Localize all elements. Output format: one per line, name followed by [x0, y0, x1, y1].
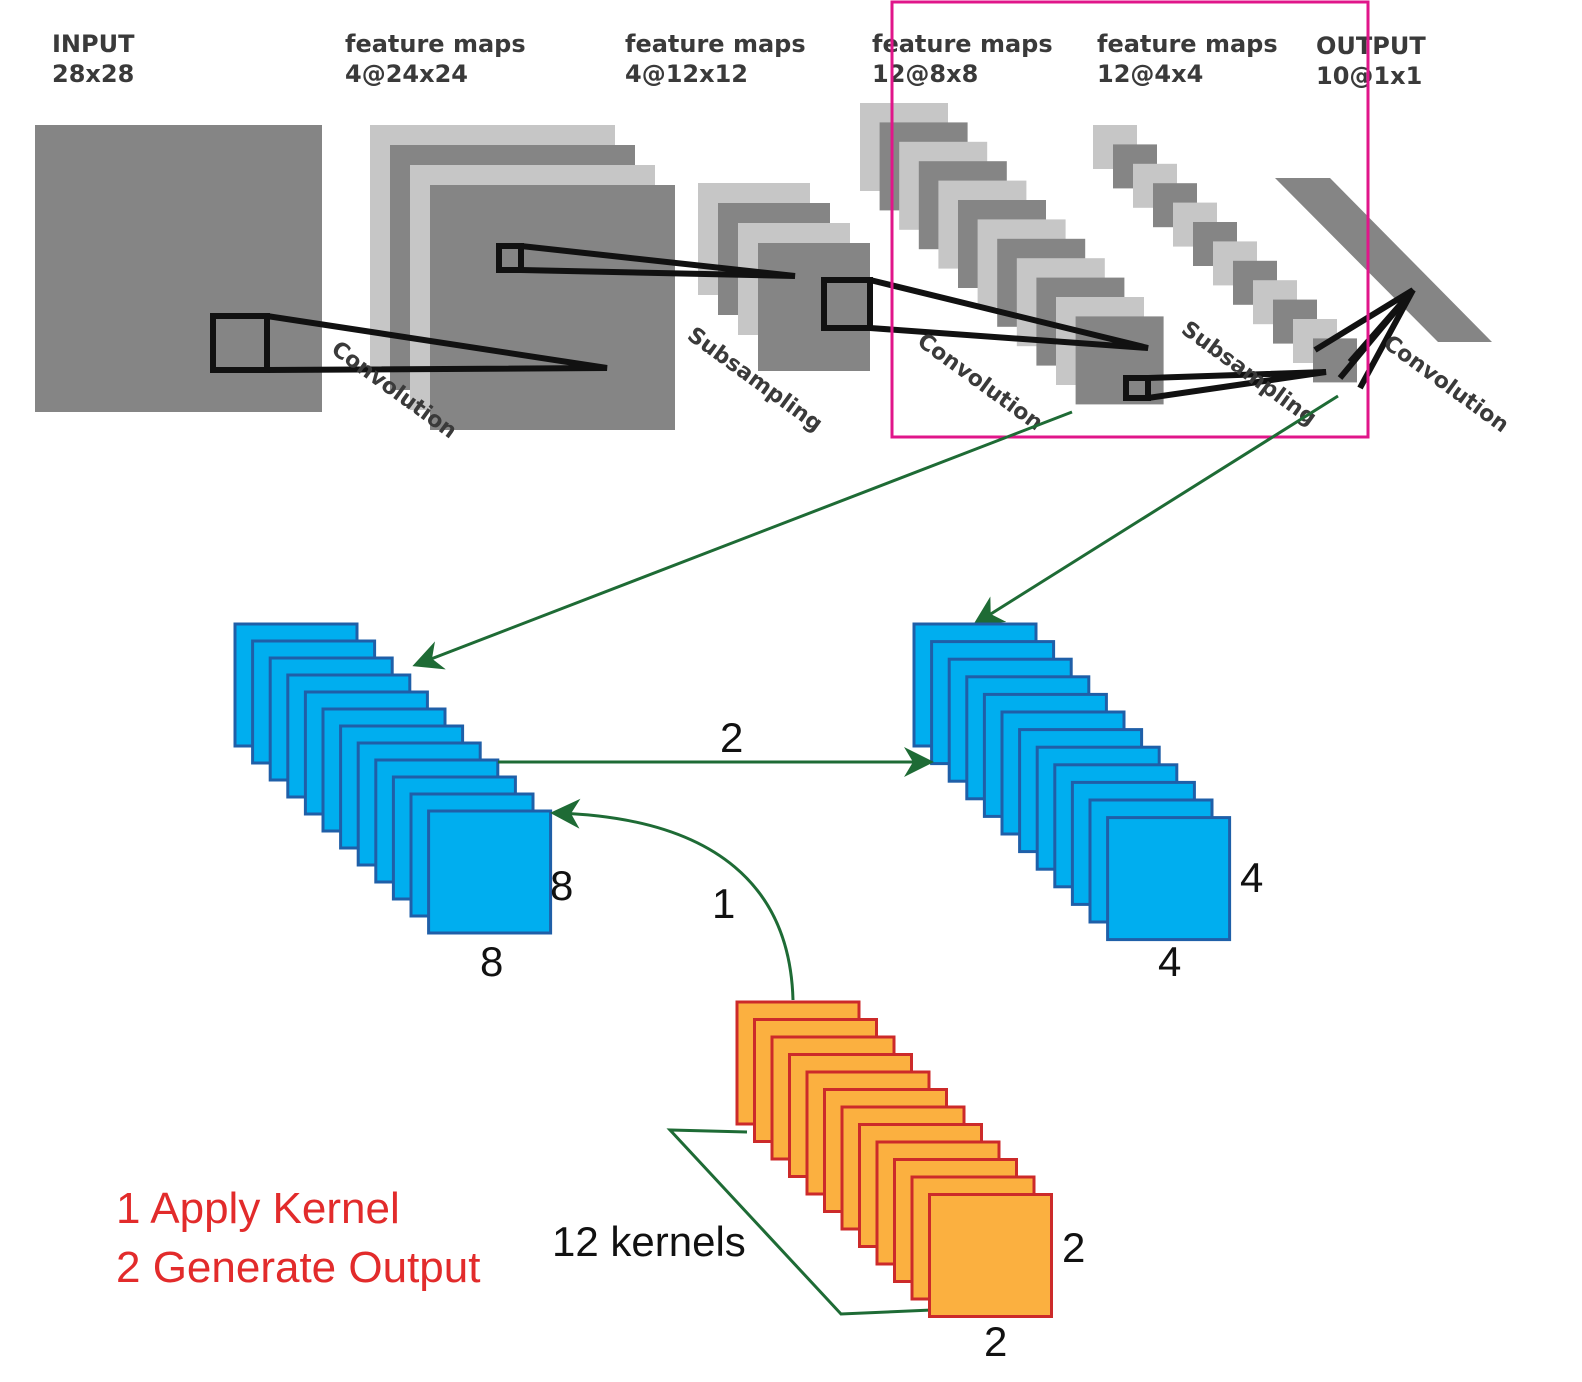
- header-input-size: 28x28: [52, 60, 134, 88]
- header-s2-size: 12@4x4: [1097, 60, 1203, 88]
- apply-kernel-arrow: [550, 798, 795, 1001]
- header-s1-title: feature maps: [625, 30, 806, 58]
- step-2-label: 2: [720, 714, 743, 761]
- kernel-stack: [735, 1000, 1053, 1318]
- input-image: [35, 125, 322, 412]
- header-s2-title: feature maps: [1097, 30, 1278, 58]
- kernel-width-label: 2: [984, 1318, 1007, 1365]
- pooled-output-map: [1106, 816, 1232, 942]
- step-arrows: [498, 747, 934, 1001]
- c1-feature-maps: [370, 125, 675, 430]
- highlight-box: [890, 0, 1370, 439]
- conv-map-height-label: 8: [550, 862, 573, 909]
- zoom-arrow-pool: [972, 394, 1339, 626]
- op-label-convolution-3: Convolution: [1378, 331, 1513, 438]
- conv-map-width-label: 8: [480, 938, 503, 985]
- conv-output-map: [427, 809, 553, 935]
- header-c1-size: 4@24x24: [345, 60, 468, 88]
- conv1-wedge: [210, 313, 608, 373]
- kernel-bracket: [666, 1128, 933, 1316]
- header-c1-title: feature maps: [345, 30, 526, 58]
- s1-map: [758, 243, 870, 371]
- zoom-arrows: [412, 394, 1339, 670]
- legend-apply-kernel: 1 Apply Kernel: [116, 1184, 400, 1233]
- c1-map: [430, 185, 675, 430]
- kernel: [928, 1193, 1053, 1318]
- receptive-field-wedges: [210, 243, 1416, 401]
- legend-generate-output: 2 Generate Output: [116, 1243, 480, 1292]
- header-input-title: INPUT: [52, 30, 135, 58]
- s2-feature-maps: [1093, 125, 1357, 383]
- conv-output-maps-8x8: [233, 622, 553, 935]
- header-output-title: OUTPUT: [1316, 32, 1426, 60]
- output-layer: [1275, 178, 1492, 342]
- header-c2-size: 12@8x8: [872, 60, 978, 88]
- step-1-label: 1: [712, 880, 735, 927]
- kernel-count-label: 12 kernels: [552, 1218, 746, 1265]
- legend: 1 Apply Kernel 2 Generate Output: [116, 1184, 480, 1292]
- dimension-labels: 2 1 8 8 4 4 2 2 12 kernels: [480, 714, 1263, 1365]
- conv2-wedge: [821, 277, 1149, 351]
- conv3-wedge: [1347, 288, 1416, 390]
- pool-map-width-label: 4: [1158, 938, 1181, 985]
- pooled-output-maps-4x4: [912, 622, 1232, 942]
- kernel-height-label: 2: [1062, 1224, 1085, 1271]
- s1-feature-maps: [698, 183, 870, 371]
- pool-map-height-label: 4: [1240, 854, 1263, 901]
- header-c2-title: feature maps: [872, 30, 1053, 58]
- zoom-arrow-conv: [412, 410, 1073, 670]
- subsample2-wedge: [1123, 369, 1327, 401]
- subsample1-wedge: [496, 243, 796, 279]
- layer-headers: INPUT 28x28 feature maps 4@24x24 feature…: [52, 30, 1426, 90]
- header-s1-size: 4@12x12: [625, 60, 748, 88]
